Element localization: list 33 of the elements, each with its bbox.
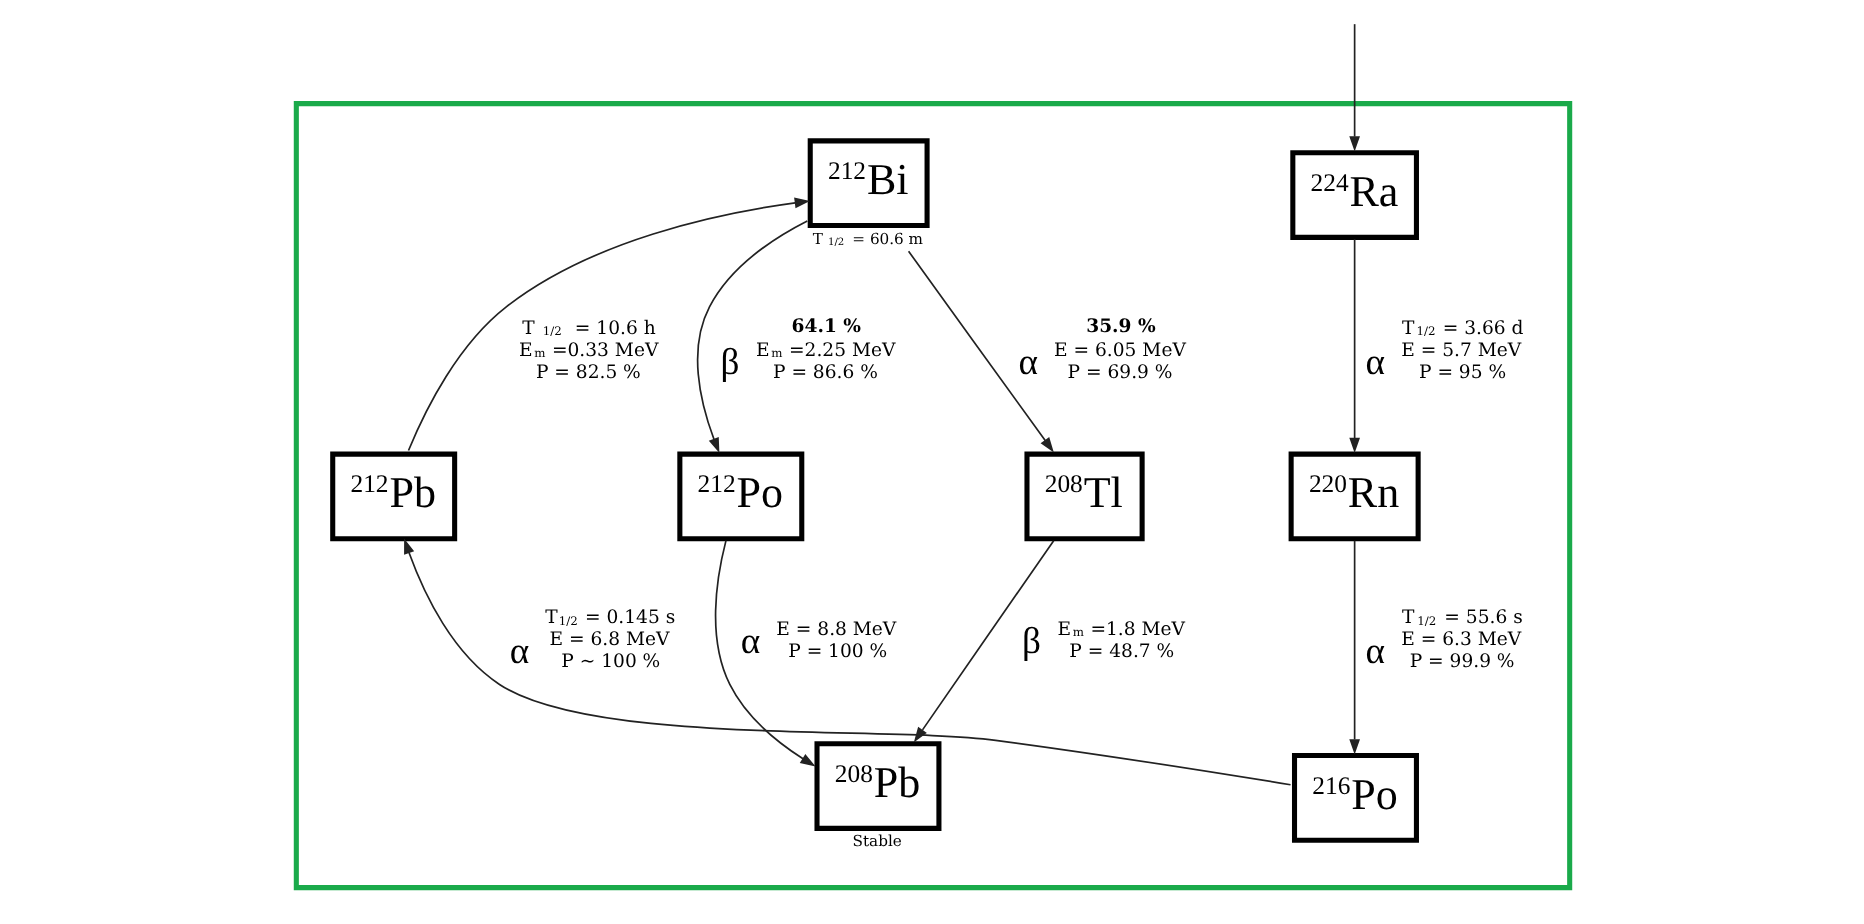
node-label: Stable xyxy=(851,832,901,851)
arrow xyxy=(906,250,1053,453)
arrow xyxy=(912,539,1054,743)
label: P = 48.7 % xyxy=(1068,641,1174,663)
arrow xyxy=(1348,539,1359,755)
label: P = 69.9 % xyxy=(1066,361,1172,384)
edge-label: α xyxy=(1364,341,1385,384)
edge-label: β xyxy=(719,341,739,384)
label: E = 6.05 MeV xyxy=(1053,339,1185,362)
label: E = 5.7 MeV xyxy=(1400,339,1521,362)
label: P = 95 % xyxy=(1417,361,1506,384)
edge-label: α xyxy=(739,621,760,664)
label: 35.9 % xyxy=(1085,315,1155,338)
edge-label: β xyxy=(1020,621,1040,664)
arrow xyxy=(1348,238,1359,454)
arrow xyxy=(695,220,808,454)
arrow xyxy=(406,197,809,452)
edge-label: α xyxy=(1017,341,1038,384)
label: 64.1 % xyxy=(790,315,861,338)
edge-label: α xyxy=(1364,631,1385,674)
label: E = 6.8 MeV xyxy=(548,629,669,652)
arrow xyxy=(713,539,815,767)
edge-label: α xyxy=(508,631,529,674)
label: P = 86.6 % xyxy=(771,361,877,384)
label: P = 99.9 % xyxy=(1408,651,1514,674)
cluster xyxy=(292,101,1572,891)
label: E = 8.8 MeV xyxy=(775,618,896,641)
label: P = 100 % xyxy=(787,641,887,663)
label: P ~ 100 % xyxy=(560,651,660,674)
label: E = 6.3 MeV xyxy=(1400,629,1521,652)
label: P = 82.5 % xyxy=(534,361,640,384)
arrow xyxy=(1348,23,1359,152)
arrow xyxy=(403,538,1291,786)
